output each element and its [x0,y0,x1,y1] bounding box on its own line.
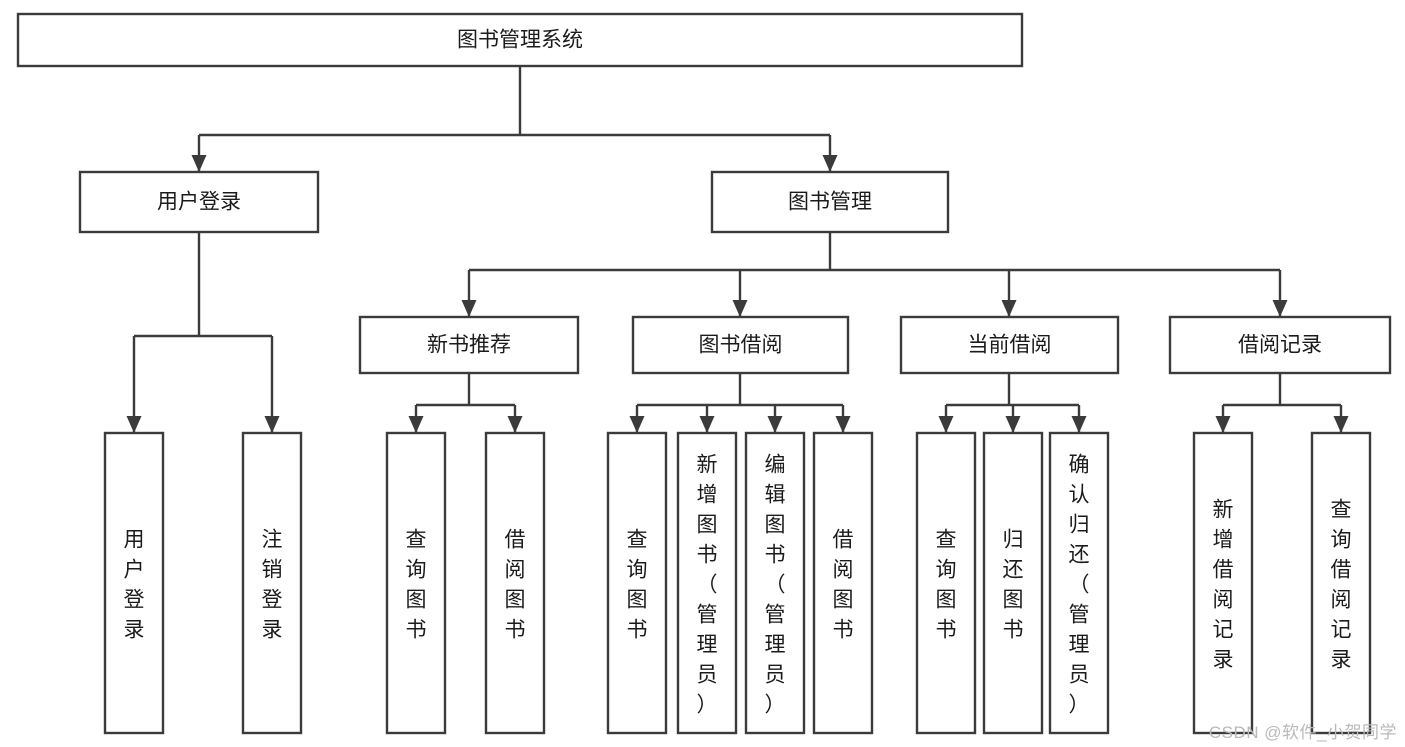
connector-group-user-login-children [126,232,280,433]
node-label: 用户登录 [124,528,145,641]
node-label: 查询图书 [406,528,427,641]
node-leaf-query-record[interactable]: 查询借阅记录 [1310,431,1372,735]
node-leaf-borrow-book-1[interactable]: 借阅图书 [484,431,546,735]
node-label: 用户登录 [157,191,241,214]
node-label: 新增图书（管理员） [697,453,718,716]
node-layer: 图书管理系统用户登录图书管理新书推荐图书借阅当前借阅借阅记录用户登录注销登录查询… [16,12,1392,735]
csdn-watermark: CSDN @软件_小贺同学 [1208,723,1397,742]
node-label: 新增借阅记录 [1213,498,1234,671]
node-label: 当前借阅 [968,334,1052,357]
node-label: 查询图书 [936,528,957,641]
node-new-book-recommend[interactable]: 新书推荐 [358,315,580,375]
node-leaf-borrow-book-2[interactable]: 借阅图书 [812,431,874,735]
connector-group-borrow-record-children [1215,373,1349,433]
node-label: 确认归还（管理员） [1069,453,1090,716]
node-leaf-add-book[interactable]: 新增图书（管理员） [676,431,738,735]
connector-group-root-children [191,66,838,172]
node-label: 查询图书 [627,528,648,641]
node-user-login[interactable]: 用户登录 [78,170,320,234]
node-leaf-confirm-return[interactable]: 确认归还（管理员） [1048,431,1110,735]
node-leaf-query-book-2[interactable]: 查询图书 [606,431,668,735]
node-leaf-query-book-1[interactable]: 查询图书 [385,431,447,735]
node-label: 查询借阅记录 [1331,498,1352,671]
node-label: 图书管理系统 [457,29,583,52]
node-label: 借阅图书 [505,528,526,641]
node-current-borrow[interactable]: 当前借阅 [899,315,1120,375]
connector-layer [126,66,1349,433]
node-leaf-user-login[interactable]: 用户登录 [103,431,165,735]
node-label: 借阅记录 [1238,334,1322,357]
connector-group-current-borrow-children [938,373,1087,433]
connector-group-book-borrow-children [629,373,851,433]
node-label: 图书管理 [788,191,872,214]
node-label: 编辑图书（管理员） [765,453,786,716]
node-book-manage[interactable]: 图书管理 [710,170,950,234]
node-label: 注销登录 [262,528,283,641]
node-book-borrow[interactable]: 图书借阅 [631,315,850,375]
node-leaf-logout[interactable]: 注销登录 [241,431,303,735]
node-leaf-return-book[interactable]: 归还图书 [982,431,1044,735]
node-label: 图书借阅 [699,334,783,357]
connector-group-new-book-recommend-children [408,373,523,433]
node-borrow-record[interactable]: 借阅记录 [1168,315,1392,375]
node-label: 归还图书 [1003,528,1024,641]
node-leaf-add-record[interactable]: 新增借阅记录 [1192,431,1254,735]
node-label: 借阅图书 [833,528,854,641]
node-root[interactable]: 图书管理系统 [16,12,1024,68]
node-leaf-edit-book[interactable]: 编辑图书（管理员） [744,431,806,735]
node-label: 新书推荐 [427,334,511,357]
connector-group-book-manage-children [461,232,1288,317]
node-leaf-query-book-3[interactable]: 查询图书 [915,431,977,735]
